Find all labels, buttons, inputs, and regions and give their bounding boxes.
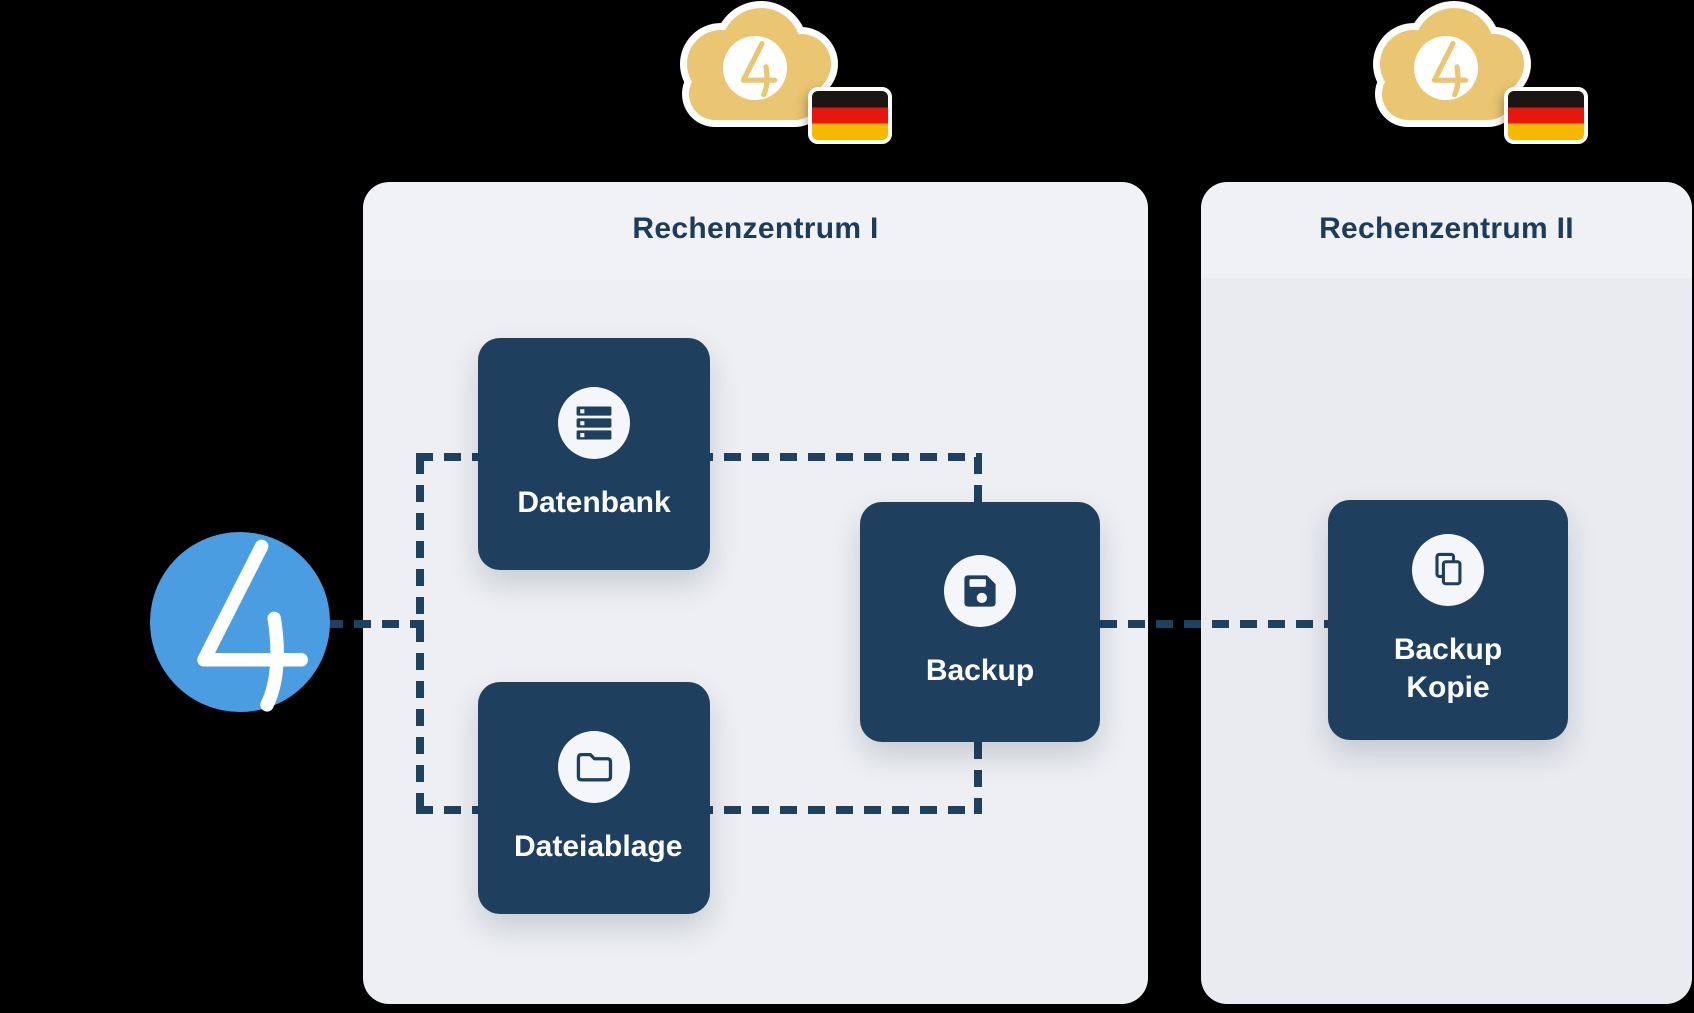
cloud-number-circle: 4	[1414, 36, 1478, 100]
connector-badge-to-grid	[326, 620, 424, 628]
number-4-glyph	[197, 539, 308, 712]
cloud-number-circle: 4	[723, 36, 787, 100]
box-label: Backup Kopie	[1393, 633, 1503, 704]
connector-left-vertical	[416, 457, 424, 814]
number-4-glyph	[740, 41, 778, 97]
box-label: Backup	[925, 653, 1035, 687]
german-flag-icon	[808, 87, 892, 144]
number-badge: 4	[150, 532, 330, 712]
server-icon	[558, 386, 630, 459]
connector-backup-to-kopie	[1100, 620, 1328, 628]
connector-backup-top-stub	[974, 457, 982, 507]
backup-box: Backup	[860, 502, 1100, 742]
datenbank-box: Datenbank	[478, 338, 710, 570]
box-label: Dateiablage	[514, 829, 683, 863]
copy-icon	[1412, 534, 1484, 606]
panel-title-2: Rechenzentrum II	[1319, 212, 1574, 245]
backup-kopie-box: Backup Kopie	[1328, 500, 1568, 740]
german-flag-icon	[1504, 87, 1588, 144]
box-label: Datenbank	[517, 485, 671, 519]
datacenter-panel-2: Rechenzentrum II	[1201, 182, 1692, 1004]
number-4-glyph	[1431, 41, 1469, 97]
panel-title-1: Rechenzentrum I	[632, 212, 879, 245]
dateiablage-box: Dateiablage	[478, 682, 710, 914]
connector-backup-bottom-stub	[974, 742, 982, 814]
save-icon	[944, 554, 1016, 627]
folder-icon	[558, 730, 630, 803]
